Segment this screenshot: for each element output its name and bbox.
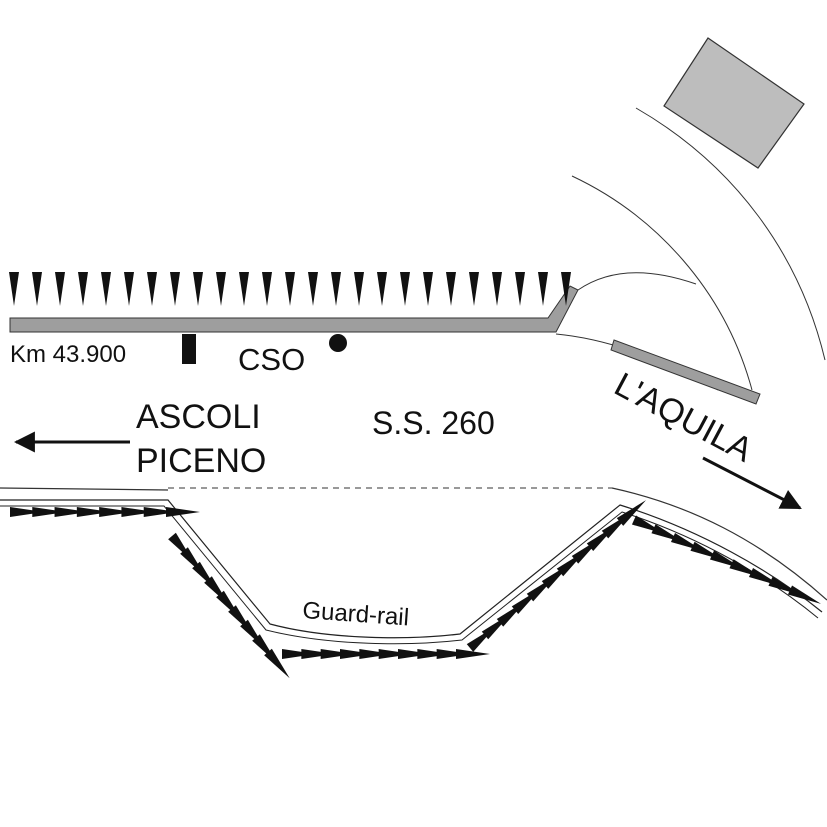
direction-east-label: L'AQUILA	[608, 366, 759, 470]
vegetation-mark	[423, 272, 433, 306]
vegetation-mark	[264, 648, 290, 679]
vegetation-mark	[54, 507, 89, 517]
vegetation-mark	[166, 507, 200, 517]
side-road-inner	[571, 175, 753, 391]
vegetation-mark	[787, 585, 822, 604]
vegetation-mark	[492, 272, 502, 306]
vegetation-south	[10, 500, 822, 679]
vegetation-mark	[398, 649, 432, 659]
vegetation-mark	[359, 649, 394, 659]
vegetation-mark	[78, 272, 88, 306]
vegetation-mark	[285, 272, 295, 306]
vegetation-mark	[308, 272, 318, 306]
direction-west-line2: PICENO	[136, 442, 266, 480]
vegetation-mark	[469, 272, 479, 306]
vegetation-mark	[456, 649, 490, 659]
road-label: S.S. 260	[372, 405, 495, 441]
vegetation-mark	[216, 272, 226, 306]
vegetation-mark	[239, 272, 249, 306]
vegetation-mark	[417, 649, 452, 659]
vegetation-mark	[55, 272, 65, 306]
station-label: CSO	[238, 342, 305, 377]
vegetation-mark	[340, 649, 374, 659]
vegetation-mark	[10, 507, 44, 517]
south-road-edge-east	[611, 487, 827, 601]
vegetation-mark	[76, 507, 111, 517]
km-label: Km 43.900	[10, 341, 126, 368]
guardrail-line-outer	[0, 499, 823, 639]
side-road-outer	[635, 107, 826, 361]
vegetation-mark	[170, 272, 180, 306]
vegetation-mark	[538, 272, 548, 306]
lane-barrier	[610, 339, 761, 405]
vegetation-mark	[99, 507, 134, 517]
vegetation-mark	[378, 649, 413, 659]
vegetation-mark	[561, 272, 571, 306]
vegetation-mark	[32, 272, 42, 306]
vegetation-mark	[147, 272, 157, 306]
vegetation-mark	[301, 649, 336, 659]
vegetation-mark	[320, 649, 355, 659]
vegetation-mark	[121, 507, 156, 517]
guardrail-label: Guard-rail	[302, 597, 410, 631]
vegetation-mark	[143, 507, 178, 517]
vegetation-mark	[331, 272, 341, 306]
vegetation-mark	[9, 272, 19, 306]
building	[663, 37, 805, 169]
side-road-branch	[577, 272, 697, 291]
guardrail-line-inner	[0, 505, 819, 645]
direction-west-line1: ASCOLI	[136, 398, 261, 436]
vegetation-mark	[32, 507, 67, 517]
km-marker-icon	[182, 334, 196, 364]
arrow-east-icon	[702, 456, 802, 510]
vegetation-mark	[616, 500, 647, 526]
vegetation-mark	[446, 272, 456, 306]
vegetation-mark	[282, 649, 316, 659]
vegetation-mark	[262, 272, 272, 306]
south-road-edge	[0, 487, 169, 491]
vegetation-mark	[400, 272, 410, 306]
north-road-edge	[9, 285, 579, 333]
vegetation-mark	[101, 272, 111, 306]
vegetation-mark	[377, 272, 387, 306]
vegetation-mark	[124, 272, 134, 306]
vegetation-mark	[354, 272, 364, 306]
vegetation-north	[9, 272, 571, 306]
vegetation-mark	[515, 272, 525, 306]
station-marker-icon	[329, 334, 347, 352]
vegetation-mark	[436, 649, 471, 659]
vegetation-mark	[193, 272, 203, 306]
